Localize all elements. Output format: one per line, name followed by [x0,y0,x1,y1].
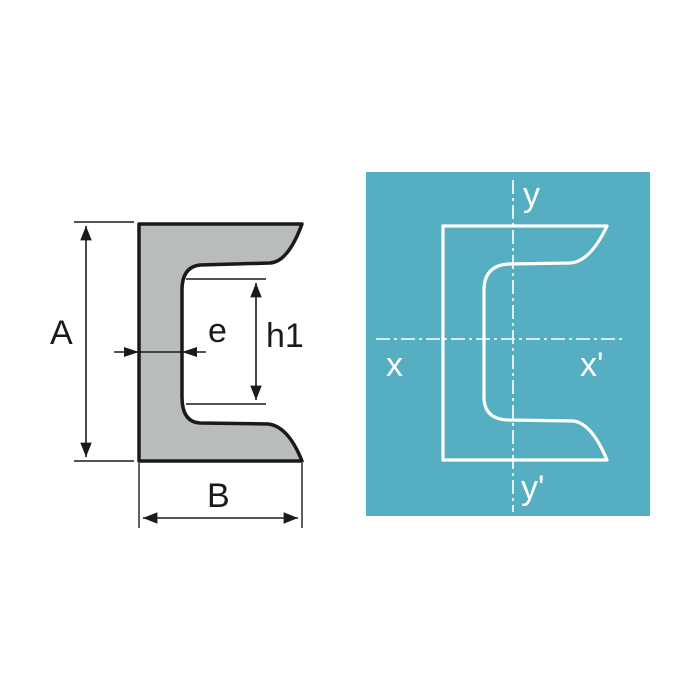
label-axis-x-right: x' [580,346,604,384]
arrow-e-left [124,347,139,357]
label-axis-x-left: x [386,346,403,384]
channel-outline [441,224,609,462]
axes-panel [366,172,650,516]
label-e: e [208,312,227,350]
left-profile-group: A B h1 e [50,221,304,528]
label-b: B [207,477,230,515]
label-axis-y-top: y [523,176,540,214]
arrow-e-right [182,347,197,357]
right-axes-group: y y' x x' [366,172,650,516]
label-axis-y-bottom: y' [521,469,545,507]
label-h1: h1 [266,317,304,355]
channel-profile-shape [137,222,304,463]
label-a: A [50,314,73,352]
